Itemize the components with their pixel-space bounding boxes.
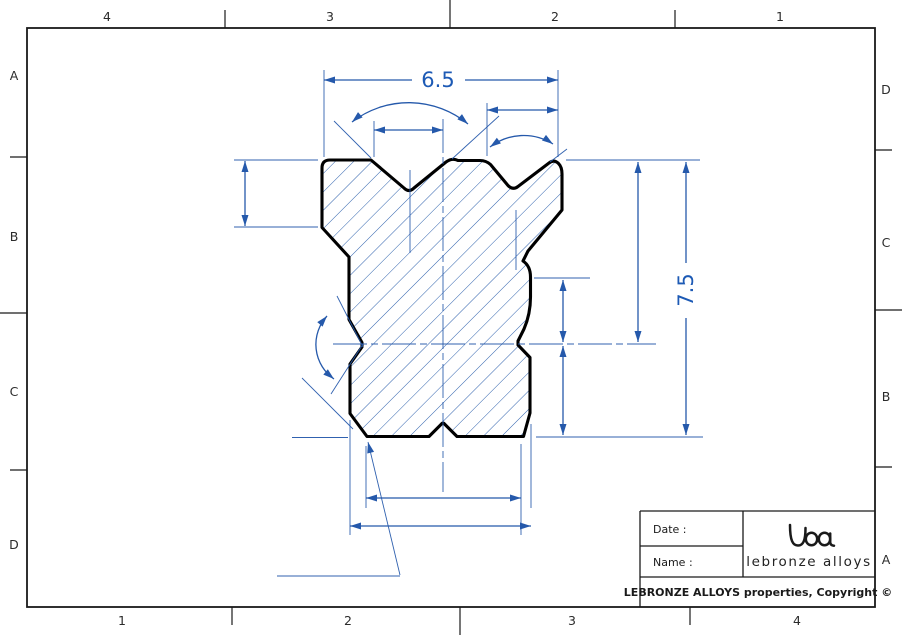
dim-arrow bbox=[241, 161, 249, 172]
title-block-grid bbox=[639, 510, 875, 607]
dim-arrow bbox=[374, 126, 385, 134]
dim-top-left-width bbox=[374, 126, 443, 134]
dim-angle-top-right-v bbox=[489, 134, 554, 148]
dim-angle-left-notch bbox=[315, 315, 335, 380]
profile-section bbox=[320, 157, 564, 439]
grid-label-left: A bbox=[10, 68, 19, 83]
dim-arrow bbox=[324, 76, 335, 84]
profile-outline bbox=[320, 157, 564, 439]
extension-lines bbox=[234, 70, 703, 535]
drawing-border bbox=[26, 27, 876, 608]
dim-bottom-inner-width bbox=[366, 494, 521, 502]
dim-arrow bbox=[682, 424, 690, 435]
wall-extension-line bbox=[333, 120, 372, 159]
dim-arrow bbox=[547, 106, 558, 114]
dim-center-to-bottom bbox=[559, 346, 567, 435]
dim-arrow bbox=[241, 215, 249, 226]
dim-arrow bbox=[634, 162, 642, 173]
dim-arrow bbox=[559, 424, 567, 435]
dim-arrow bbox=[352, 112, 363, 122]
lebronze-alloys-logo-icon bbox=[788, 523, 836, 547]
dim-arrow bbox=[323, 369, 334, 379]
leader-bottom-left bbox=[277, 441, 401, 577]
centerlines bbox=[333, 119, 656, 492]
copyright-text: LEBRONZE ALLOYS properties, Copyright © bbox=[624, 586, 892, 599]
wall-extension-line bbox=[336, 295, 364, 348]
grid-label-right: D bbox=[881, 82, 891, 97]
grid-label-top: 3 bbox=[326, 9, 334, 24]
dim-arrow bbox=[350, 522, 361, 530]
dimensions: 6.5 7.5 bbox=[241, 68, 698, 577]
dim-arrow bbox=[559, 280, 567, 291]
grid-label-top: 4 bbox=[103, 9, 111, 24]
dim-arrow bbox=[541, 134, 553, 144]
grid-label-left: C bbox=[10, 384, 19, 399]
dim-arrow bbox=[487, 106, 498, 114]
brand-name: lebronze alloys bbox=[746, 554, 871, 570]
grid-label-bottom: 3 bbox=[568, 613, 576, 628]
wall-extension-line bbox=[549, 148, 568, 163]
dim-arrow bbox=[682, 162, 690, 173]
grid-label-right: C bbox=[882, 235, 891, 250]
grid-label-right: B bbox=[882, 389, 891, 404]
grid-label-bottom: 2 bbox=[344, 613, 352, 628]
grid-label-left: B bbox=[10, 229, 19, 244]
dim-arrow bbox=[432, 126, 443, 134]
dim-value-width: 6.5 bbox=[421, 68, 454, 92]
dim-arrow bbox=[559, 346, 567, 357]
dim-arrow bbox=[547, 76, 558, 84]
leader-arrow bbox=[367, 442, 375, 454]
dim-left-chamfer-height bbox=[241, 161, 249, 226]
grid-label-right: A bbox=[882, 552, 891, 567]
wall-extension-line bbox=[330, 343, 364, 395]
dim-height-right: 7.5 bbox=[674, 162, 698, 435]
dim-width-top: 6.5 bbox=[324, 68, 558, 92]
dim-arrow bbox=[457, 114, 468, 124]
dim-arrow bbox=[490, 137, 501, 147]
title-block: Date : Name : lebronze alloys LEBRONZE A… bbox=[624, 510, 892, 607]
dim-arrow bbox=[520, 522, 531, 530]
grid-label-bottom: 1 bbox=[118, 613, 126, 628]
wall-extension-line bbox=[301, 377, 354, 430]
dim-top-to-center-height bbox=[634, 162, 642, 342]
dim-value-height: 7.5 bbox=[674, 273, 698, 306]
dim-arrow bbox=[510, 494, 521, 502]
dim-groove-to-center bbox=[559, 280, 567, 342]
dim-top-right-width bbox=[487, 106, 558, 114]
grid-label-left: D bbox=[9, 537, 19, 552]
dim-angle-top-v bbox=[351, 102, 469, 125]
dim-arrow bbox=[634, 331, 642, 342]
name-label: Name : bbox=[653, 556, 693, 569]
grid-label-top: 1 bbox=[776, 9, 784, 24]
dim-arrow bbox=[559, 331, 567, 342]
grid-label-top: 2 bbox=[551, 9, 559, 24]
grid-label-bottom: 4 bbox=[793, 613, 801, 628]
wall-extension-line bbox=[451, 115, 500, 160]
dim-arrow bbox=[366, 494, 377, 502]
dim-arrow bbox=[317, 316, 327, 327]
date-label: Date : bbox=[653, 523, 687, 536]
dim-bottom-outer-width bbox=[350, 522, 531, 530]
